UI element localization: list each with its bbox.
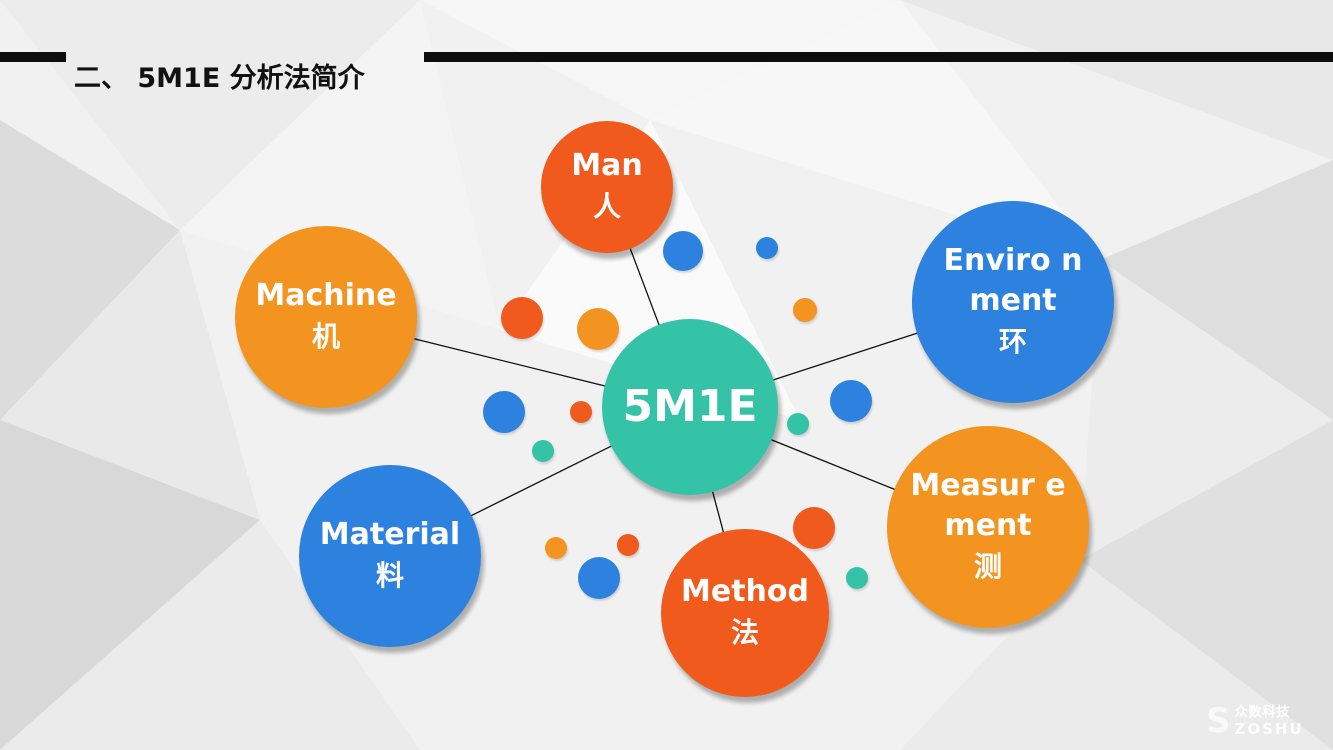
node-man-en: Man <box>571 148 643 183</box>
logo-en: ZOSHU <box>1234 720 1304 738</box>
title-rule-left <box>0 52 66 62</box>
decorative-dot <box>617 534 639 556</box>
decorative-dot <box>756 237 778 259</box>
decorative-dot <box>830 380 872 422</box>
node-method-zh: 法 <box>730 616 759 649</box>
node-method-en: Method <box>681 574 809 609</box>
decorative-dot <box>483 391 525 433</box>
decorative-dot <box>793 298 817 322</box>
logo-zh: 众数科技 <box>1234 705 1291 720</box>
decorative-dot <box>570 401 592 423</box>
node-man: Man 人 <box>541 121 673 253</box>
decorative-dot <box>501 297 543 339</box>
node-method: Method 法 <box>661 529 829 697</box>
decorative-dot <box>663 231 703 271</box>
node-measurement: Measur ement 测 <box>887 426 1089 628</box>
center-label: 5M1E <box>622 381 758 432</box>
title-rule-right <box>424 52 1333 62</box>
logo-mark-icon: S <box>1206 701 1231 741</box>
node-material-zh: 料 <box>375 559 404 592</box>
node-material: Material 料 <box>299 465 481 647</box>
node-environment: Enviro nment 环 <box>912 201 1114 403</box>
node-machine: Machine 机 <box>235 226 417 408</box>
decorative-dot <box>577 308 619 350</box>
node-material-en: Material <box>319 517 461 552</box>
node-measurement-en: Measur ement <box>910 468 1066 543</box>
decorative-dot <box>787 413 809 435</box>
node-environment-en: Enviro nment <box>943 243 1083 318</box>
zoshu-logo: S 众数科技 ZOSHU <box>1206 703 1304 739</box>
decorative-dot <box>578 557 620 599</box>
decorative-dot <box>793 507 835 549</box>
node-machine-en: Machine <box>255 278 397 313</box>
node-environment-zh: 环 <box>998 325 1027 358</box>
logo-text: 众数科技 ZOSHU <box>1235 705 1304 737</box>
node-man-zh: 人 <box>592 190 621 223</box>
center-node-5m1e: 5M1E <box>602 319 778 495</box>
node-measurement-zh: 测 <box>973 550 1002 583</box>
decorative-dot <box>532 440 554 462</box>
slide-title: 二、 5M1E 分析法简介 <box>74 63 365 94</box>
decorative-dot <box>846 567 868 589</box>
node-machine-zh: 机 <box>311 320 340 353</box>
decorative-dot <box>545 537 567 559</box>
